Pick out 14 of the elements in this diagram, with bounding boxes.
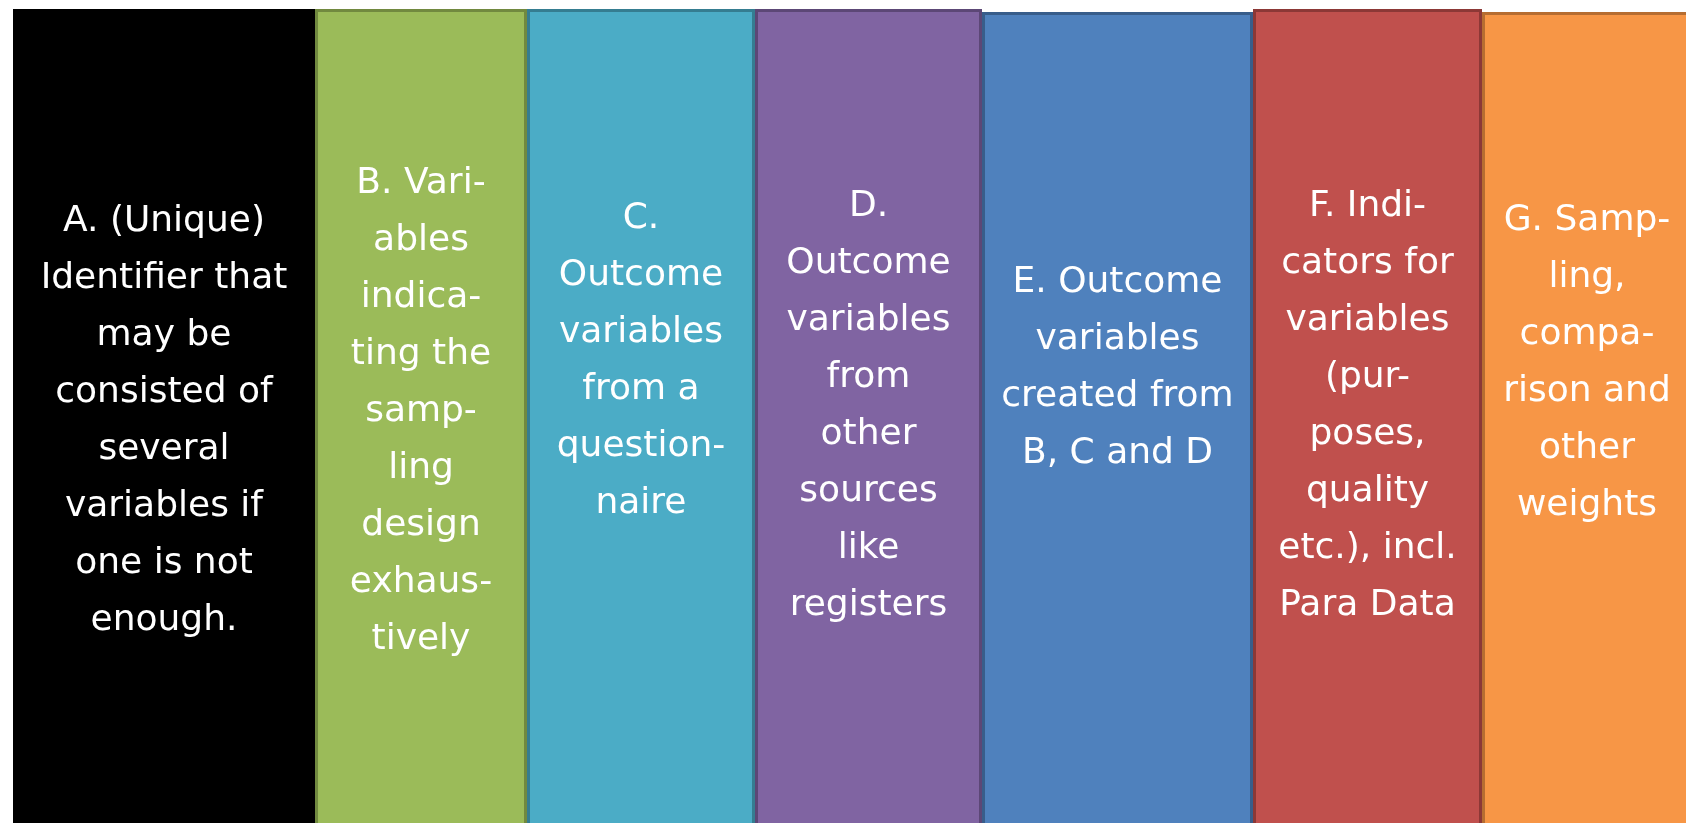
column-label: F. Indi- cators for variables (pur- poses, quality etc.), incl. Para Data bbox=[1277, 182, 1458, 625]
category-column bbox=[1253, 9, 1482, 823]
category-column bbox=[755, 9, 982, 823]
category-column bbox=[13, 9, 315, 823]
column-label: A. (Unique) Identifier that may be consisted of several variables if one is not enough. bbox=[39, 197, 289, 640]
column-label: B. Vari- ables indica- ting the samp- ling design exhaus- tively bbox=[348, 158, 494, 659]
category-column bbox=[1482, 12, 1686, 823]
category-column bbox=[527, 9, 755, 823]
column-label: G. Samp- ling, compa- rison and other weights bbox=[1502, 195, 1672, 525]
category-column bbox=[315, 9, 527, 823]
category-column bbox=[982, 12, 1253, 823]
column-label: C. Outcome variables from a question- naire bbox=[555, 194, 727, 523]
column-label: E. Outcome variables created from B, C and D bbox=[1000, 257, 1235, 473]
column-label: D. Outcome variables from other sources like registers bbox=[785, 182, 952, 625]
